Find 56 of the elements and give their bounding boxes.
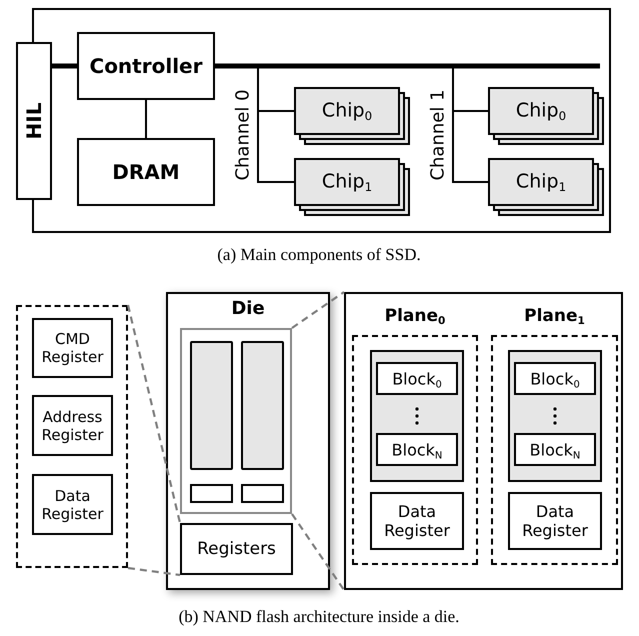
component-box (508, 492, 602, 550)
chip-box (294, 158, 400, 206)
plane-array-box (180, 328, 292, 514)
node-label: Block$_{0}$ (391, 368, 443, 388)
dashed-group-box (16, 305, 128, 568)
component-box (16, 42, 52, 200)
node-label: CMD Register (40, 330, 104, 366)
caption: (a) Main components of SSD. (217, 245, 421, 265)
node-label: Address Register (40, 408, 104, 444)
node-label: Data Register (521, 502, 589, 540)
component-box (32, 395, 113, 456)
memory-bar (241, 341, 284, 470)
node-label: Controller (88, 54, 204, 78)
node-label: Plane$_{1}$ (523, 306, 586, 326)
node-label: DRAM (111, 160, 181, 184)
chip-box (488, 158, 594, 206)
chip-box (488, 87, 594, 135)
node-label: Block$_{N}$ (528, 440, 582, 460)
component-box (32, 474, 113, 535)
component-box (370, 492, 464, 550)
connector-line (145, 100, 147, 138)
node-label: Data Register (40, 486, 104, 522)
caption: (b) NAND flash architecture inside a die. (178, 607, 460, 627)
component-box (376, 433, 458, 466)
node-label: Registers (196, 538, 277, 560)
component-box (376, 362, 458, 395)
node-label: Die (230, 298, 266, 319)
chip-label: Chip$_{1}$ (320, 170, 374, 194)
node-label: HIL (22, 102, 46, 140)
node-label: Plane$_{0}$ (384, 306, 446, 326)
component-box (241, 484, 284, 503)
component-box (190, 484, 233, 503)
chip-label: Chip$_{1}$ (514, 170, 568, 194)
component-box (344, 292, 623, 590)
channel-label: Channel 0 (232, 89, 254, 181)
node-label: Block$_{N}$ (390, 440, 444, 460)
chip-label: Chip$_{0}$ (320, 100, 374, 122)
zoom-guide-line (126, 304, 182, 524)
chip-box (294, 87, 400, 135)
component-box (77, 32, 215, 100)
channel-label: Channel 1 (428, 89, 448, 181)
component-box (180, 523, 293, 575)
die-box (166, 292, 330, 590)
memory-bar (190, 341, 233, 470)
component-box (514, 433, 596, 466)
zoom-guide-line (128, 566, 180, 576)
zoom-guide-line (291, 513, 345, 591)
node-label: Block$_{0}$ (529, 368, 581, 388)
component-box (514, 362, 596, 395)
block-array-box (508, 350, 602, 482)
component-box (32, 318, 113, 378)
component-box (77, 138, 215, 206)
chip-label: Chip$_{0}$ (514, 100, 568, 122)
block-array-box (370, 350, 464, 482)
node-label: Data Register (383, 502, 451, 540)
connector-line (52, 64, 77, 68)
